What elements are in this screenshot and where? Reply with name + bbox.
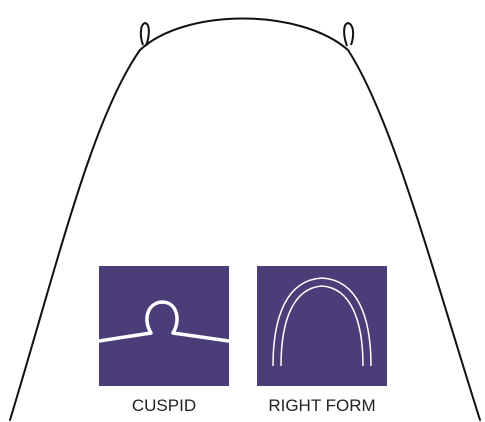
left-cuspid-loop [139, 21, 150, 47]
right-form-option-tile[interactable] [257, 266, 387, 386]
right-cuspid-loop [343, 21, 355, 47]
cuspid-loop-icon [99, 266, 229, 386]
right-form-label: RIGHT FORM [268, 396, 376, 415]
cuspid-option-tile[interactable] [99, 266, 229, 386]
archwire-line [9, 17, 481, 421]
right-form-arch-icon [257, 266, 387, 386]
cuspid-label: CUSPID [131, 396, 197, 415]
